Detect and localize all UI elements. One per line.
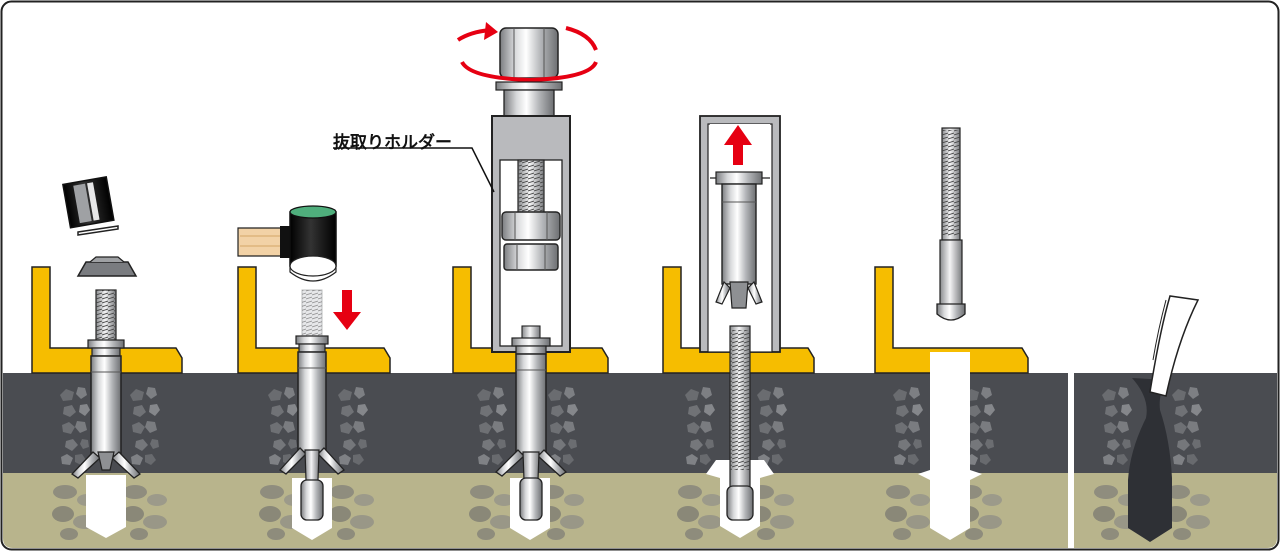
step-2-hammer [237, 205, 361, 540]
spring-washer [76, 261, 138, 277]
concrete-upper-layer [3, 373, 1277, 473]
arrow-up-icon [724, 125, 752, 165]
drill-hole [918, 352, 982, 540]
concrete-layers [3, 373, 1277, 548]
holder-callout-line [333, 147, 495, 193]
step-1-remove-nut [62, 175, 142, 538]
filler-nozzle [1149, 295, 1200, 397]
socket-head [499, 27, 559, 79]
drill-hole [86, 475, 126, 538]
concrete-lower-layer [3, 473, 1277, 548]
rotate-arrow-icon [460, 60, 598, 83]
step-5-bolt-removed [918, 127, 982, 540]
step-3-extraction-holder [333, 22, 598, 540]
step-6-fill-hole [1128, 295, 1200, 542]
nut-part [62, 175, 115, 229]
filled-hole [1128, 378, 1172, 542]
step-4-pull-out [699, 115, 781, 538]
washer-part [77, 225, 119, 236]
panel-divider [1068, 373, 1074, 548]
hammer-part [237, 205, 337, 282]
holder-label: 抜取りホルダー [333, 133, 452, 153]
arrow-down-icon [333, 290, 361, 330]
plate-5 [874, 266, 1029, 374]
